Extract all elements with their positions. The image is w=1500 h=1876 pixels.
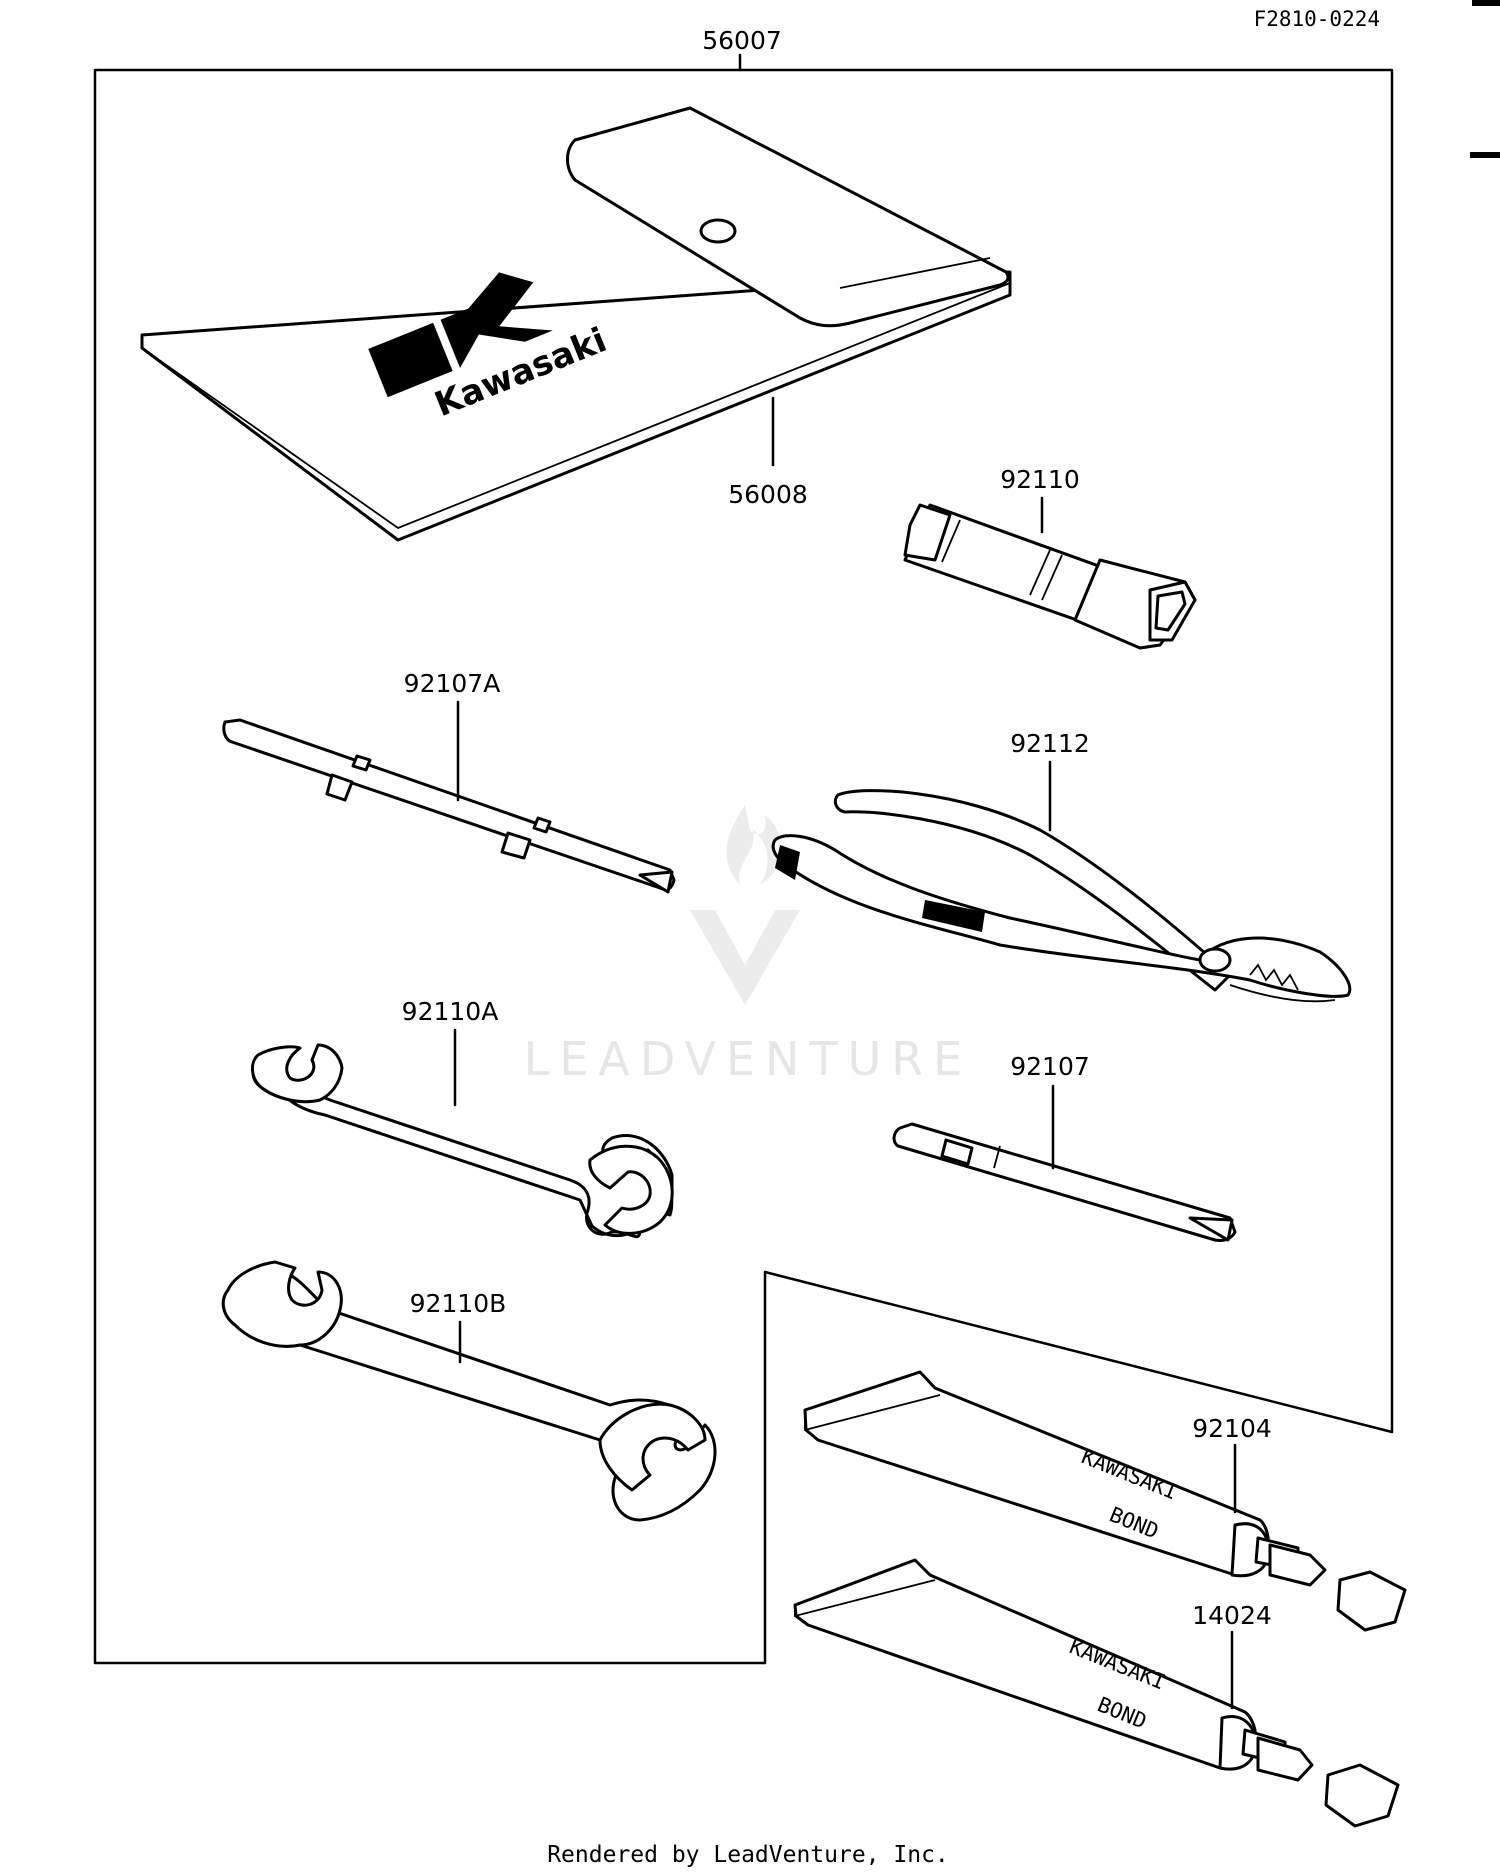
- edge-mark-top: [1472, 0, 1500, 6]
- edge-mark-middle: [1470, 152, 1500, 158]
- screwdriver-bit: [892, 1122, 1237, 1242]
- screwdriver-handle: [222, 718, 676, 894]
- spark-plug-wrench: [903, 503, 1197, 650]
- open-end-wrench-small: [251, 1043, 674, 1239]
- svg-text:LEADVENTURE: LEADVENTURE: [524, 1032, 973, 1086]
- diagram-ref-code: F2810-0224: [1254, 7, 1380, 31]
- label-92104: 92104: [1192, 1414, 1272, 1443]
- label-14024: 14024: [1192, 1601, 1272, 1630]
- kawasaki-bond-tube-upper: KAWASAKI BOND: [803, 1370, 1407, 1632]
- label-92110: 92110: [1000, 465, 1080, 494]
- label-92110A: 92110A: [402, 997, 499, 1026]
- footer-credit: Rendered by LeadVenture, Inc.: [547, 1842, 949, 1868]
- open-end-wrench-large: [221, 1260, 717, 1522]
- label-92112: 92112: [1010, 729, 1090, 758]
- label-92107A: 92107A: [404, 669, 501, 698]
- kawasaki-bond-tube-lower: KAWASAKI BOND: [793, 1558, 1400, 1828]
- kit-frame: [93, 68, 1394, 1665]
- tool-pouch: Kawasaki: [140, 106, 1012, 542]
- watermark: LEADVENTURE: [524, 805, 973, 1086]
- label-92107: 92107: [1010, 1052, 1090, 1081]
- label-92110B: 92110B: [410, 1289, 507, 1318]
- pliers: [771, 789, 1352, 1003]
- label-56008: 56008: [728, 480, 808, 509]
- label-56007: 56007: [702, 26, 782, 55]
